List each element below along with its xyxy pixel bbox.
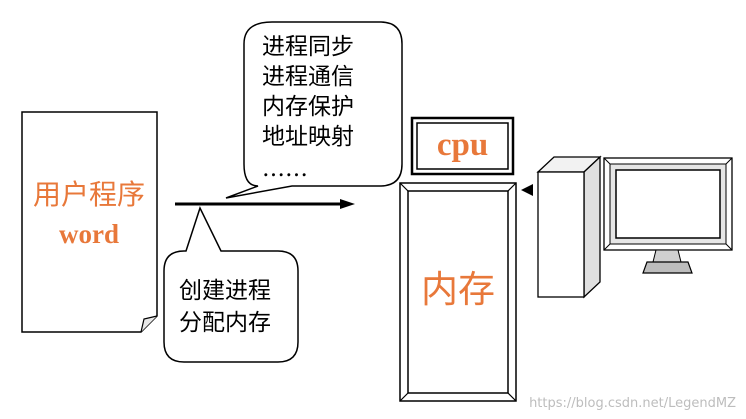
memory-bevel-tr	[507, 182, 517, 192]
document-fold-corner	[140, 315, 158, 333]
user-program-subtitle: word	[59, 219, 119, 249]
user-program-title: 用户程序	[32, 178, 145, 211]
memory-label: 内存	[421, 268, 495, 311]
top-bubble-line: 地址映射	[262, 124, 354, 150]
memory-bevel-br	[507, 392, 517, 402]
top-bubble-line: 进程同步	[262, 34, 354, 60]
monitor-bevel-bl	[603, 243, 611, 251]
memory-bevel-tl	[399, 182, 409, 192]
monitor-bevel-tr	[725, 157, 733, 165]
bottom-speech-bubble	[163, 206, 299, 363]
flow-arrow-head	[340, 199, 355, 209]
watermark: https://blog.csdn.net/LegendMZ	[529, 396, 736, 411]
monitor-stand-neck	[652, 249, 682, 263]
monitor-bevel-br	[725, 243, 733, 251]
top-bubble-line: 进程通信	[262, 64, 354, 90]
top-bubble-line: ……	[262, 156, 308, 182]
top-speech-bubble	[225, 21, 403, 199]
bottom-bubble-line: 分配内存	[179, 310, 271, 336]
top-bubble-line: 内存保护	[262, 94, 354, 120]
dotted-arrow-head	[521, 184, 533, 196]
computer-tower-side	[583, 155, 601, 299]
cpu-label: cpu	[436, 127, 489, 163]
monitor-screen	[615, 169, 721, 239]
computer-tower-front	[537, 171, 585, 298]
cpu-box-inner	[416, 122, 509, 170]
bottom-bubble-line: 创建进程	[179, 278, 271, 304]
memory-box-inner	[407, 190, 509, 394]
monitor-stand-base	[642, 261, 693, 274]
memory-bevel-bl	[399, 392, 409, 402]
monitor-bevel-tl	[603, 157, 611, 165]
